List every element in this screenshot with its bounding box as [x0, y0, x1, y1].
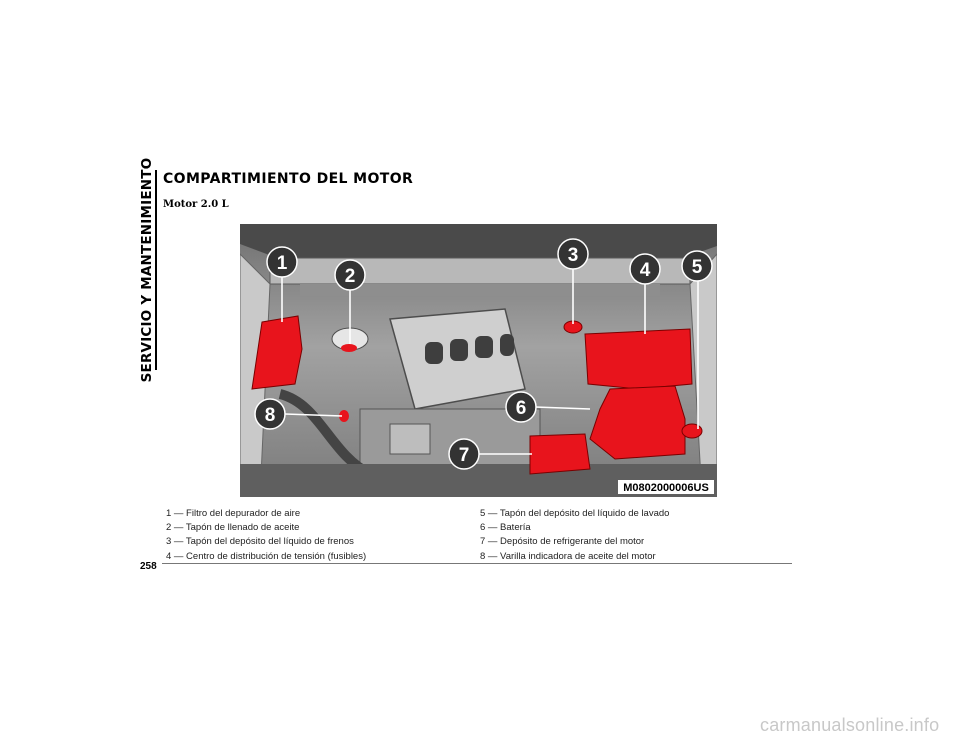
svg-text:2: 2 [345, 266, 356, 287]
engine-illustration: 1 2 3 4 5 6 7 8 M08 [240, 224, 717, 497]
svg-text:7: 7 [459, 445, 470, 466]
figure-code: M0802000006US [623, 482, 709, 494]
legend-item-2: 2 — Tapón de llenado de aceite [166, 522, 300, 534]
page-title: COMPARTIMIENTO DEL MOTOR [163, 171, 414, 187]
engine-compartment-figure: 1 2 3 4 5 6 7 8 M08 [240, 224, 717, 497]
legend-item-4: 4 — Centro de distribución de tensión (f… [166, 550, 367, 562]
callout-3: 3 [557, 238, 589, 270]
figure-code-box [618, 480, 714, 494]
side-tab-rule [155, 170, 157, 370]
footer-rule [162, 563, 792, 564]
legend-item-1: 1 — Filtro del depurador de aire [166, 508, 301, 519]
svg-text:4: 4 [640, 260, 651, 281]
section-side-tab: SERVICIO Y MANTENIMIENTO [136, 158, 158, 382]
callout-6: 6 [505, 391, 537, 423]
legend-right: 5 — Tapón del depósito del líquido de la… [480, 507, 669, 564]
page-subtitle: Motor 2.0 L [163, 199, 229, 210]
legend-item-8: 8 — Varilla indicadora de aceite del mot… [480, 550, 656, 562]
legend-item-6: 6 — Batería [480, 522, 531, 534]
callout-1: 1 [266, 246, 298, 278]
svg-text:3: 3 [568, 245, 579, 266]
legend-item-5: 5 — Tapón del depósito del líquido de la… [480, 508, 670, 519]
page-number: 258 [140, 561, 157, 572]
side-tab-label: SERVICIO Y MANTENIMIENTO [139, 157, 155, 383]
callout-7: 7 [448, 438, 480, 470]
svg-text:6: 6 [516, 398, 527, 419]
legend-left: 1 — Filtro del depurador de aire 2 — Tap… [166, 507, 366, 564]
watermark: carmanualsonline.info [760, 715, 940, 735]
callout-8: 8 [254, 398, 286, 430]
svg-text:5: 5 [692, 257, 703, 278]
callout-5: 5 [681, 250, 713, 282]
callout-4: 4 [629, 253, 661, 285]
svg-text:1: 1 [277, 253, 288, 274]
callout-2: 2 [334, 259, 366, 291]
legend-item-3: 3 — Tapón del depósito del líquido de fr… [166, 536, 354, 548]
svg-text:8: 8 [265, 405, 276, 426]
legend-item-7: 7 — Depósito de refrigerante del motor [480, 536, 645, 548]
